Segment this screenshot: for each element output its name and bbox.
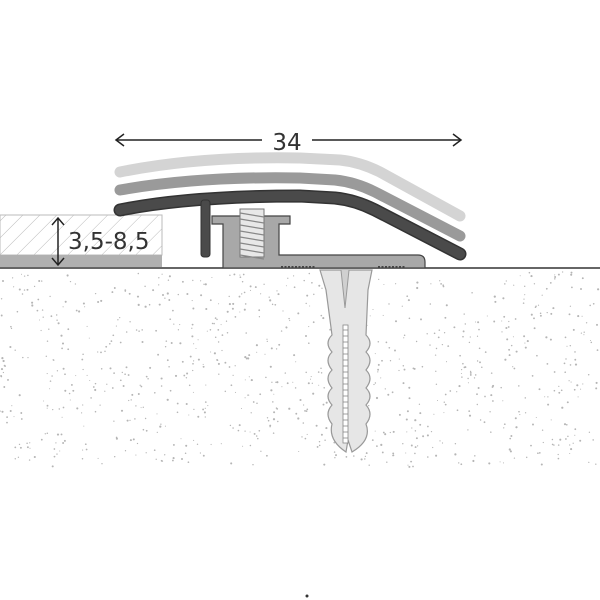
width-label: 34 [272,130,301,156]
concrete-subfloor [0,271,600,468]
height-dimension-arrow [51,216,65,267]
wall-plug-dowel [319,269,373,454]
base-rail [211,215,426,269]
floor-covering-base [0,255,162,267]
profile-cover-dark-fill [115,190,465,259]
width-dimension-arrow [114,133,463,147]
profile-top-mid [114,172,466,242]
profile-clip-leg [200,199,211,258]
profile-top-light [114,152,466,222]
screw [239,208,265,260]
height-label: 3,5-8,5 [68,229,149,255]
bottom-mark [305,594,309,598]
floor-covering-hatched [0,214,163,256]
